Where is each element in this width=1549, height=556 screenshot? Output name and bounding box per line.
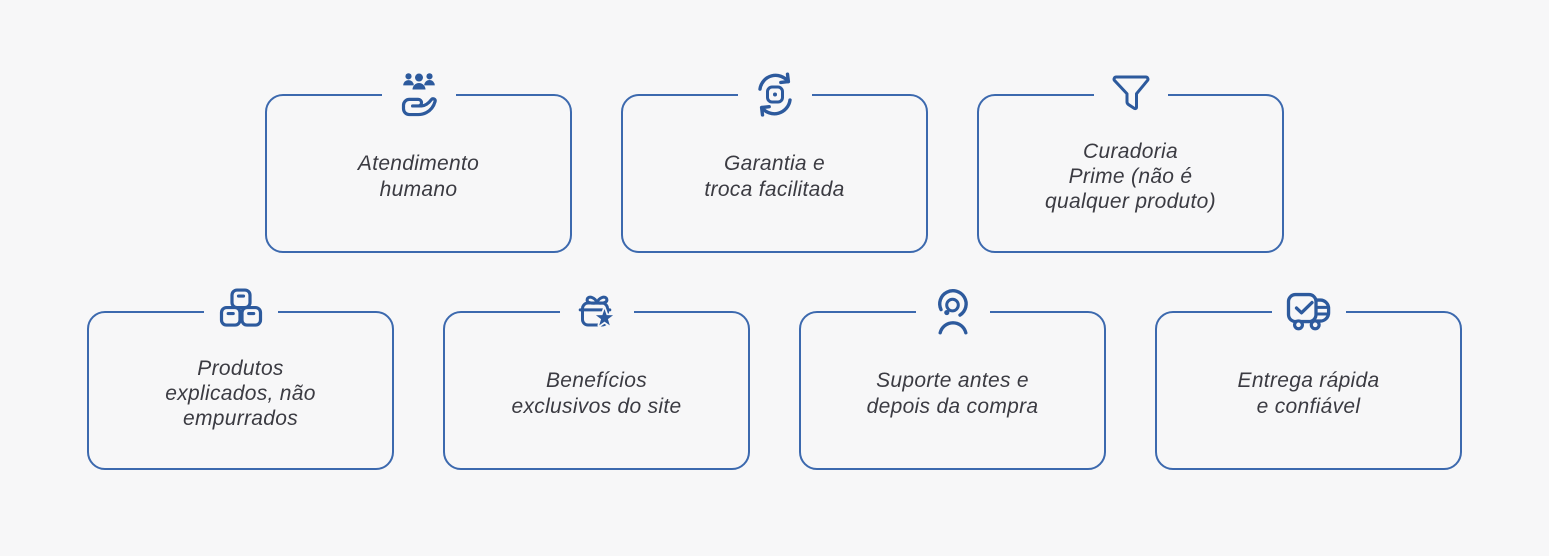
gift-star-icon <box>559 287 634 336</box>
hand-holding-people-icon <box>381 70 456 119</box>
delivery-truck-check-icon <box>1271 287 1346 336</box>
row-bottom: Produtos explicados, não empurrados Bene… <box>87 287 1462 470</box>
card-label: Entrega rápida e confiável <box>1237 369 1380 418</box>
card-suporte-compra: Suporte antes e depois da compra <box>799 287 1106 470</box>
support-agent-icon <box>915 287 990 336</box>
funnel-icon <box>1093 70 1168 119</box>
card-beneficios-exclusivos: Benefícios exclusivos do site <box>443 287 750 470</box>
stacked-boxes-icon <box>203 287 278 336</box>
card-produtos-explicados: Produtos explicados, não empurrados <box>87 287 394 470</box>
exchange-rotate-icon <box>737 70 812 119</box>
card-atendimento-humano: Atendimento humano <box>265 70 572 253</box>
card-label: Curadoria Prime (não é qualquer produto) <box>1045 139 1216 214</box>
card-curadoria-prime: Curadoria Prime (não é qualquer produto) <box>977 70 1284 253</box>
card-entrega-rapida: Entrega rápida e confiável <box>1155 287 1462 470</box>
card-label: Suporte antes e depois da compra <box>866 369 1039 418</box>
card-label: Produtos explicados, não empurrados <box>165 356 316 431</box>
card-label: Benefícios exclusivos do site <box>511 369 682 418</box>
card-label: Garantia e troca facilitada <box>704 152 845 201</box>
card-garantia-troca: Garantia e troca facilitada <box>621 70 928 253</box>
row-top: Atendimento humano Garantia e troca faci… <box>265 70 1284 253</box>
card-label: Atendimento humano <box>357 152 480 201</box>
